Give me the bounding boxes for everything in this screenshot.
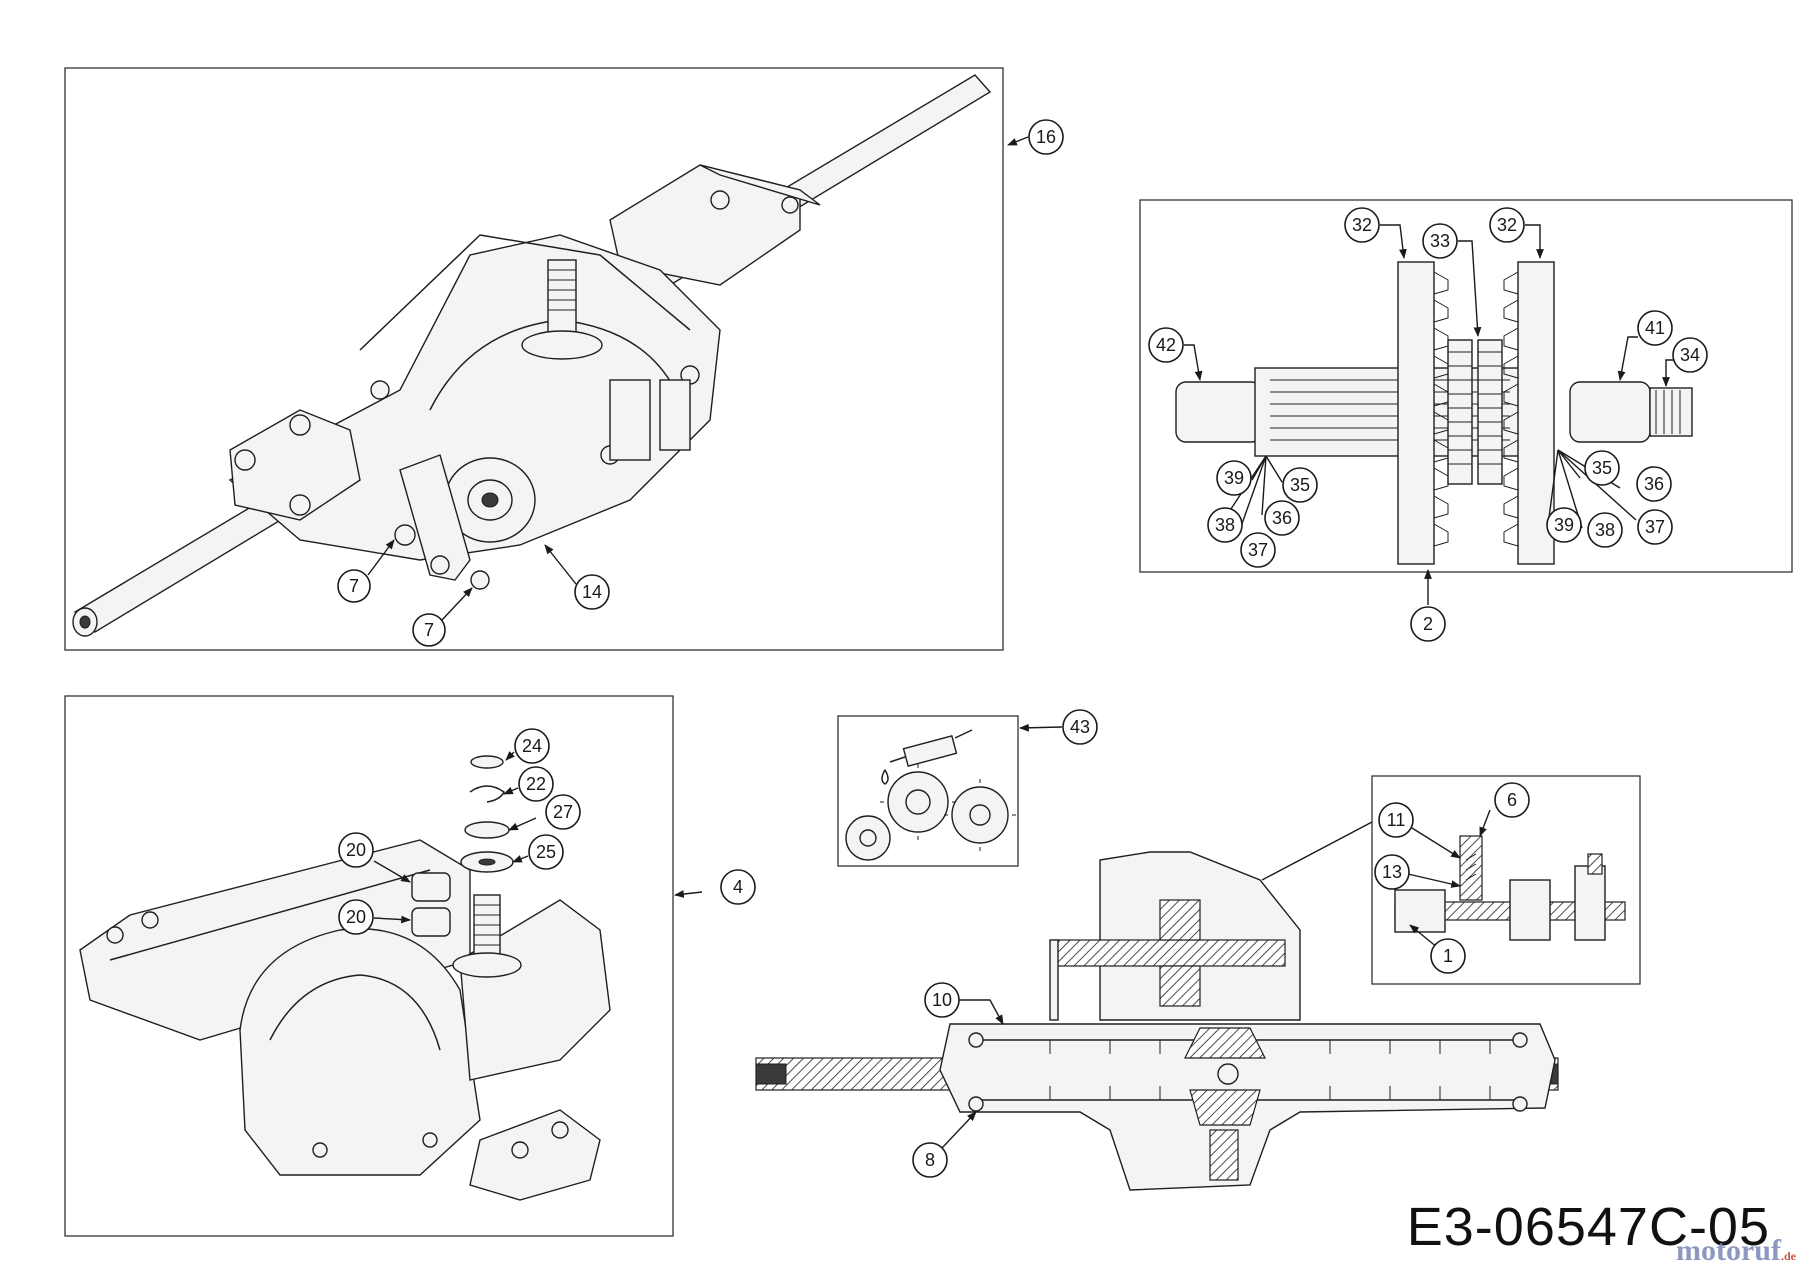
- callout-35: 35: [1584, 450, 1620, 486]
- svg-text:36: 36: [1272, 508, 1292, 528]
- svg-text:7: 7: [424, 620, 434, 640]
- callout-1: 1: [1430, 938, 1466, 974]
- callout-37: 37: [1637, 509, 1673, 545]
- callout-39: 39: [1546, 507, 1582, 543]
- lubricant-panel: [837, 715, 1019, 867]
- detail-view-panel: [1371, 775, 1641, 985]
- callout-7: 7: [337, 569, 371, 603]
- callout-27: 27: [545, 794, 581, 830]
- callout-42: 42: [1148, 327, 1184, 363]
- svg-text:33: 33: [1430, 231, 1450, 251]
- svg-text:35: 35: [1290, 475, 1310, 495]
- svg-text:42: 42: [1156, 335, 1176, 355]
- svg-text:35: 35: [1592, 458, 1612, 478]
- callout-34: 34: [1672, 337, 1708, 373]
- svg-text:43: 43: [1070, 717, 1090, 737]
- callout-33: 33: [1422, 223, 1458, 259]
- callout-32: 32: [1489, 207, 1525, 243]
- svg-text:38: 38: [1595, 520, 1615, 540]
- svg-text:25: 25: [536, 842, 556, 862]
- svg-text:41: 41: [1645, 318, 1665, 338]
- svg-text:39: 39: [1224, 468, 1244, 488]
- callout-41: 41: [1637, 310, 1673, 346]
- svg-text:16: 16: [1036, 127, 1056, 147]
- svg-text:34: 34: [1680, 345, 1700, 365]
- callout-22: 22: [518, 766, 554, 802]
- svg-text:32: 32: [1352, 215, 1372, 235]
- svg-text:37: 37: [1248, 540, 1268, 560]
- callout-25: 25: [528, 834, 564, 870]
- svg-text:10: 10: [932, 990, 952, 1010]
- callout-36: 36: [1636, 466, 1672, 502]
- callout-labels: 16 7 7 14 2 32 33 32 42 41 34 39 35 38 3…: [337, 119, 1708, 1178]
- callout-20: 20: [338, 899, 374, 935]
- leader-lines: [367, 136, 1674, 1149]
- svg-text:22: 22: [526, 774, 546, 794]
- callout-8: 8: [912, 1142, 948, 1178]
- callout-37: 37: [1240, 532, 1276, 568]
- svg-text:20: 20: [346, 840, 366, 860]
- callout-38: 38: [1207, 507, 1243, 543]
- callout-39: 39: [1216, 460, 1252, 496]
- callout-20: 20: [338, 832, 374, 868]
- cross-section-panel: [755, 821, 1559, 1191]
- svg-text:8: 8: [925, 1150, 935, 1170]
- gear-shaft-panel: [1139, 199, 1793, 573]
- callout-32: 32: [1344, 207, 1380, 243]
- callout-11: 11: [1378, 802, 1414, 838]
- svg-text:32: 32: [1497, 215, 1517, 235]
- svg-text:11: 11: [1387, 810, 1406, 830]
- diagram-code: E3-06547C-05: [1406, 1197, 1770, 1257]
- housing-panel: [64, 695, 674, 1237]
- transaxle-assembly-panel: [64, 67, 1004, 651]
- svg-text:38: 38: [1215, 515, 1235, 535]
- callout-16: 16: [1028, 119, 1064, 155]
- svg-text:6: 6: [1507, 790, 1517, 810]
- svg-text:24: 24: [522, 736, 542, 756]
- callout-43: 43: [1062, 709, 1098, 745]
- watermark-logo: motoruf.de: [1676, 1234, 1796, 1268]
- callout-14: 14: [574, 574, 610, 610]
- callout-13: 13: [1374, 854, 1410, 890]
- callout-7: 7: [412, 613, 446, 647]
- watermark-name: motoruf: [1676, 1234, 1781, 1267]
- svg-text:39: 39: [1554, 515, 1574, 535]
- svg-text:27: 27: [553, 802, 573, 822]
- callout-38: 38: [1587, 512, 1623, 548]
- callout-2: 2: [1410, 606, 1446, 642]
- svg-text:37: 37: [1645, 517, 1665, 537]
- svg-text:36: 36: [1644, 474, 1664, 494]
- svg-text:4: 4: [733, 877, 743, 897]
- callout-4: 4: [720, 869, 756, 905]
- callout-24: 24: [514, 728, 550, 764]
- callout-6: 6: [1494, 782, 1530, 818]
- svg-text:20: 20: [346, 907, 366, 927]
- watermark-suffix: .de: [1781, 1249, 1796, 1263]
- callout-36: 36: [1264, 500, 1300, 536]
- callout-35: 35: [1282, 467, 1318, 503]
- svg-text:13: 13: [1382, 862, 1402, 882]
- svg-text:1: 1: [1443, 946, 1453, 966]
- callout-10: 10: [924, 982, 960, 1018]
- svg-text:14: 14: [582, 582, 602, 602]
- svg-text:2: 2: [1423, 614, 1433, 634]
- svg-text:7: 7: [349, 576, 359, 596]
